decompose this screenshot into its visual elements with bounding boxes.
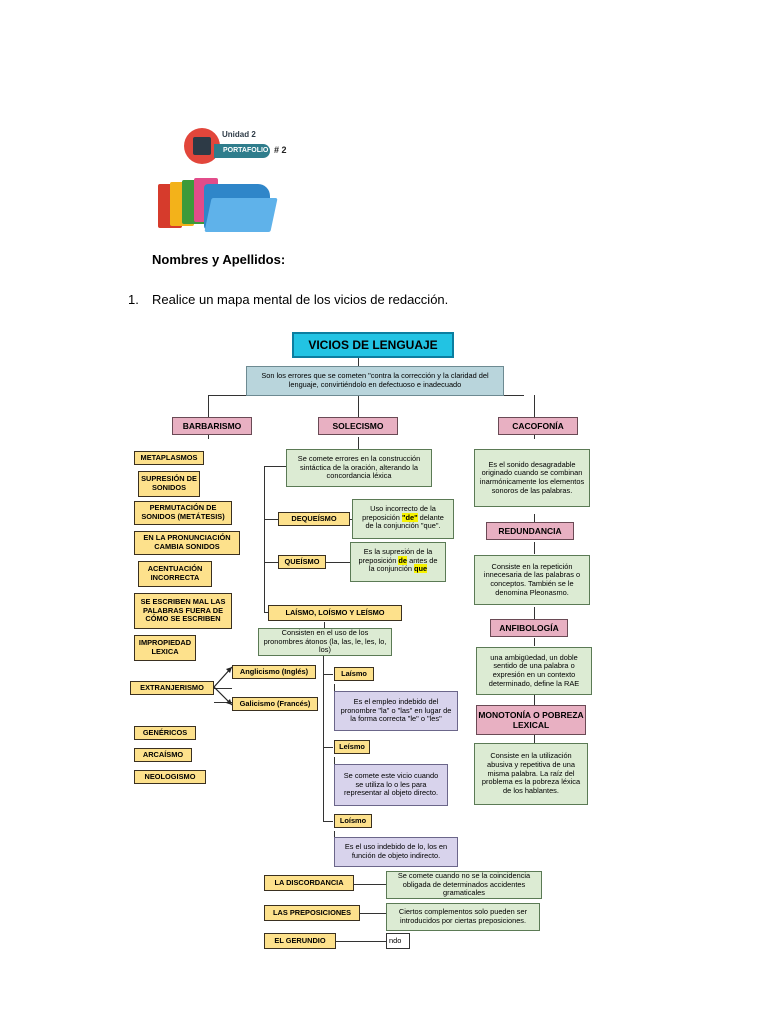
item-genericos: GENÉRICOS [134, 726, 196, 740]
item-arcaismo: ARCAÍSMO [134, 748, 192, 762]
redundancia-definition: Consiste en la repetición innecesaria de… [474, 555, 590, 605]
item-acentuacion: ACENTUACIÓN INCORRECTA [138, 561, 212, 587]
anfibologia-definition: una ambigüedad, un doble sentido de una … [476, 647, 592, 695]
solecismo-definition: Se comete errores en la construcción sin… [286, 449, 432, 487]
mind-map: VICIOS DE LENGUAJE Son los errores que s… [124, 327, 594, 955]
question-text: Realice un mapa mental de los vicios de … [152, 292, 449, 307]
item-preposiciones: LAS PREPOSICIONES [264, 905, 360, 921]
branch-monotonia: MONOTONÍA O POBREZA LEXICAL [476, 705, 586, 735]
unit-label: Unidad 2 [222, 130, 256, 139]
portafolio-badge: PORTAFOLIO [214, 144, 270, 158]
item-leismo: Leísmo [334, 740, 370, 754]
queismo-definition: Es la supresión de la preposición de ant… [350, 542, 446, 582]
item-permutacion: PERMUTACIÓN DE SONIDOS (METÁTESIS) [134, 501, 232, 525]
item-gerundio: EL GERUNDIO [264, 933, 336, 949]
branch-redundancia: REDUNDANCIA [486, 522, 574, 540]
preposiciones-definition: Ciertos complementos solo pueden ser int… [386, 903, 540, 931]
folders-icon [158, 178, 278, 234]
gerundio-definition: ndo [386, 933, 410, 949]
cacofonia-definition: Es el sonido desagradable originado cuan… [474, 449, 590, 507]
pronombres-definition: Consisten en el uso de los pronombres át… [258, 628, 392, 656]
item-pronunciacion: EN LA PRONUNCIACIÓN CAMBIA SONIDOS [134, 531, 240, 555]
item-metaplasmos: METAPLASMOS [134, 451, 204, 465]
item-discordancia: LA DISCORDANCIA [264, 875, 354, 891]
item-galicismo: Galicismo (Francés) [232, 697, 318, 711]
item-queismo: QUEÍSMO [278, 555, 326, 569]
branch-cacofonia: CACOFONÍA [498, 417, 578, 435]
names-label: Nombres y Apellidos: [152, 252, 286, 267]
extranjerismo-arrows [213, 666, 233, 706]
item-supresion: SUPRESIÓN DE SONIDOS [138, 471, 200, 497]
question-number: 1. [128, 292, 139, 307]
branch-anfibologia: ANFIBOLOGÍA [490, 619, 568, 637]
item-impropiedad: IMPROPIEDAD LEXICA [134, 635, 196, 661]
branch-barbarismo: BARBARISMO [172, 417, 252, 435]
monotonia-definition: Consiste en la utilización abusiva y rep… [474, 743, 588, 805]
dequeismo-definition: Uso incorrecto de la preposición "de" de… [352, 499, 454, 539]
laismo-definition: Es el empleo indebido del pronombre "la"… [334, 691, 458, 731]
item-extranjerismo: EXTRANJERISMO [130, 681, 214, 695]
loismo-definition: Es el uso indebido de lo, los en función… [334, 837, 458, 867]
item-laismo: Laísmo [334, 667, 374, 681]
vicios-definition: Son los errores que se cometen "contra l… [246, 366, 504, 396]
item-loismo: Loísmo [334, 814, 372, 828]
item-laismo-group: LAÍSMO, LOÍSMO Y LEÍSMO [268, 605, 402, 621]
item-anglicismo: Anglicismo (Inglés) [232, 665, 316, 679]
leismo-definition: Se comete este vicio cuando se utiliza l… [334, 764, 448, 806]
item-escriben: SE ESCRIBEN MAL LAS PALABRAS FUERA DE CÓ… [134, 593, 232, 629]
map-title: VICIOS DE LENGUAJE [292, 332, 454, 358]
discordancia-definition: Se comete cuando no se la coincidencia o… [386, 871, 542, 899]
item-dequeismo: DEQUEÍSMO [278, 512, 350, 526]
item-neologismo: NEOLOGISMO [134, 770, 206, 784]
portafolio-number: # 2 [274, 145, 287, 155]
branch-solecismo: SOLECISMO [318, 417, 398, 435]
